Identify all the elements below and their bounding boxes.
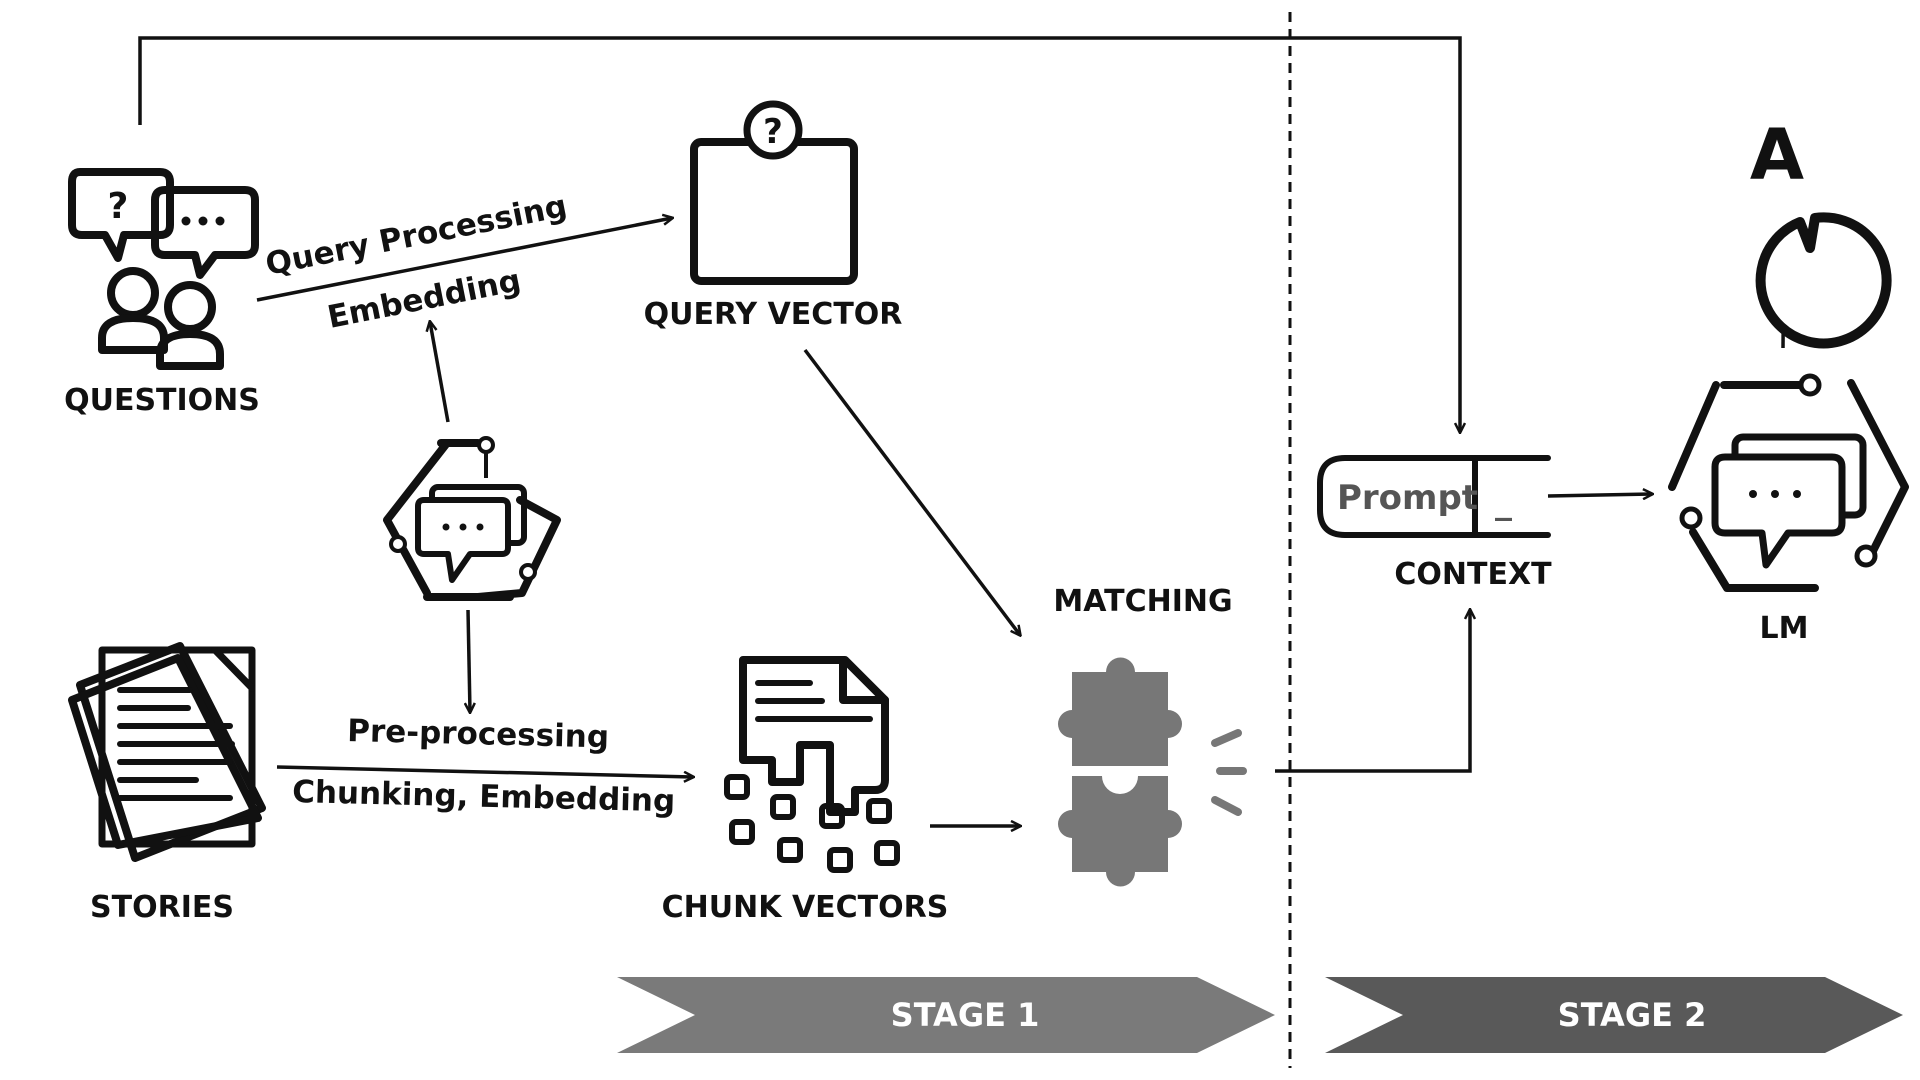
query-question-mark: ? bbox=[763, 112, 783, 152]
answer-icon: A bbox=[1750, 114, 1892, 349]
stage-2-banner bbox=[1325, 977, 1903, 1053]
answer-letter: A bbox=[1750, 114, 1804, 196]
stage-1-banner bbox=[617, 977, 1275, 1053]
processor-icon bbox=[383, 436, 561, 601]
context-to-lm-arrow bbox=[1547, 494, 1652, 496]
context-label: CONTEXT bbox=[1394, 557, 1552, 592]
lm-label: LM bbox=[1760, 611, 1809, 646]
matching-to-context-line bbox=[1275, 610, 1470, 773]
prompt-box: Prompt _ bbox=[1317, 455, 1551, 538]
chunk-vectors-label: CHUNK VECTORS bbox=[662, 890, 949, 925]
prompt-text: Prompt bbox=[1337, 478, 1478, 518]
preprocessing-arrow bbox=[276, 765, 693, 777]
query-to-matching-arrow bbox=[803, 348, 1020, 635]
prompt-cursor: _ bbox=[1495, 482, 1512, 522]
query-vector-icon: ? bbox=[690, 100, 858, 285]
stage-2-label: STAGE 2 bbox=[1558, 996, 1707, 1034]
chunking-embedding-label: Chunking, Embedding bbox=[292, 774, 676, 819]
questions-label: QUESTIONS bbox=[64, 383, 260, 418]
stories-label: STORIES bbox=[90, 890, 234, 925]
questions-icon: ? bbox=[68, 168, 259, 370]
query-processing-arrow bbox=[256, 218, 672, 302]
question-mark-text: ? bbox=[108, 186, 129, 227]
processor-to-query-arrow bbox=[430, 322, 450, 423]
pre-processing-label: Pre-processing bbox=[347, 713, 610, 755]
stage-1-label: STAGE 1 bbox=[891, 996, 1040, 1034]
lm-icon bbox=[1668, 373, 1909, 592]
embedding-label: Embedding bbox=[325, 262, 524, 335]
query-vector-label: QUERY VECTOR bbox=[644, 297, 903, 332]
puzzle-icon bbox=[1058, 657, 1247, 887]
stories-icon bbox=[68, 642, 266, 862]
chunk-vectors-icon bbox=[724, 656, 900, 873]
matching-label: MATCHING bbox=[1053, 584, 1232, 619]
questions-to-context-line bbox=[138, 36, 1460, 432]
processor-to-preprocessing-arrow bbox=[468, 609, 470, 712]
